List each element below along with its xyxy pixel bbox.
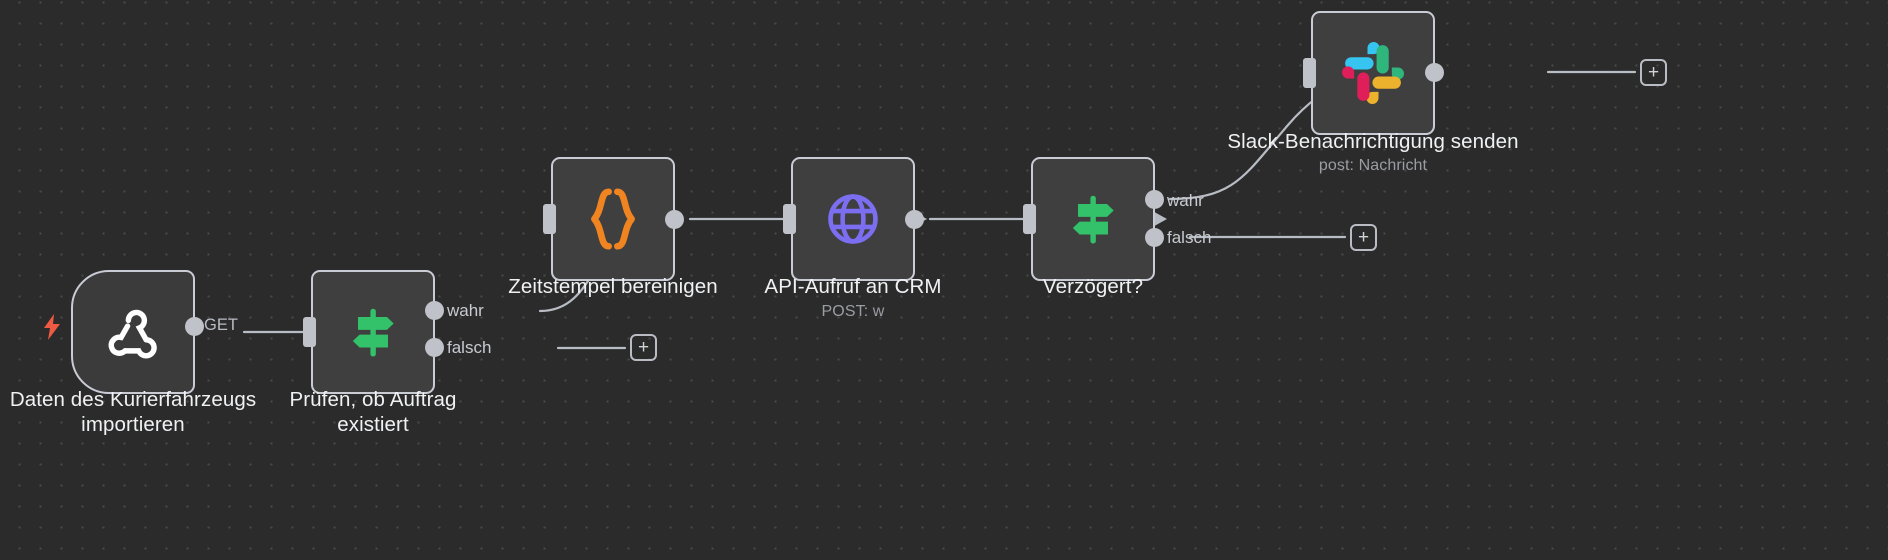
code-braces-icon [591,188,635,250]
port-label-if-order-true: wahr [447,301,484,320]
http-input-port[interactable] [783,204,796,234]
webhook-icon [108,309,157,359]
slack-icon [1342,42,1404,104]
node-http-crm-call[interactable] [791,157,915,281]
node-label-if-delayed: Verzögert? [1042,275,1144,298]
connection-label-get: GET [204,316,238,334]
port-label-if-delayed-false: falsch [1167,228,1212,247]
if-order-false-port[interactable] [425,338,444,357]
trigger-bolt-icon [44,314,60,340]
node-if-delayed[interactable] [1031,157,1155,281]
node-subtitle-slack-notify: post: Nachricht [1318,157,1428,174]
globe-icon [828,194,878,244]
add-node-after-if-order-false[interactable]: + [630,334,657,361]
port-label-if-order-false: falsch [447,338,492,357]
http-output-port[interactable] [905,210,924,229]
node-label-if-order-exists: Prüfen, ob Auftrag existiert [289,388,457,436]
if-delayed-true-port[interactable] [1145,190,1164,209]
signpost-icon [352,308,394,357]
code-input-port[interactable] [543,204,556,234]
webhook-output-port[interactable] [185,317,204,336]
slack-output-port[interactable] [1425,63,1444,82]
node-webhook-trigger[interactable] [60,259,210,409]
add-node-after-slack[interactable]: + [1640,59,1667,86]
node-subtitle-http-crm-call: POST: w [821,303,885,320]
if-delayed-false-port[interactable] [1145,228,1164,247]
if-order-input-port[interactable] [303,317,316,347]
node-if-order-exists[interactable] [311,270,435,394]
signpost-icon [1072,195,1114,244]
slack-input-port[interactable] [1303,58,1316,88]
add-node-after-delayed-false[interactable]: + [1350,224,1377,251]
port-label-if-delayed-true: wahr [1167,191,1204,210]
if-order-true-port[interactable] [425,301,444,320]
node-label-http-crm-call: API-Aufruf an CRM [764,275,942,298]
node-label-code-clean-timestamp: Zeitstempel bereinigen [508,275,718,298]
if-delayed-input-port[interactable] [1023,204,1036,234]
node-slack-notify[interactable] [1311,11,1435,135]
code-output-port[interactable] [665,210,684,229]
node-label-webhook-trigger: Daten des Kurierfahrzeugs importieren [9,388,257,436]
node-label-slack-notify: Slack-Benachrichtigung senden [1227,130,1519,153]
node-code-clean-timestamp[interactable] [551,157,675,281]
